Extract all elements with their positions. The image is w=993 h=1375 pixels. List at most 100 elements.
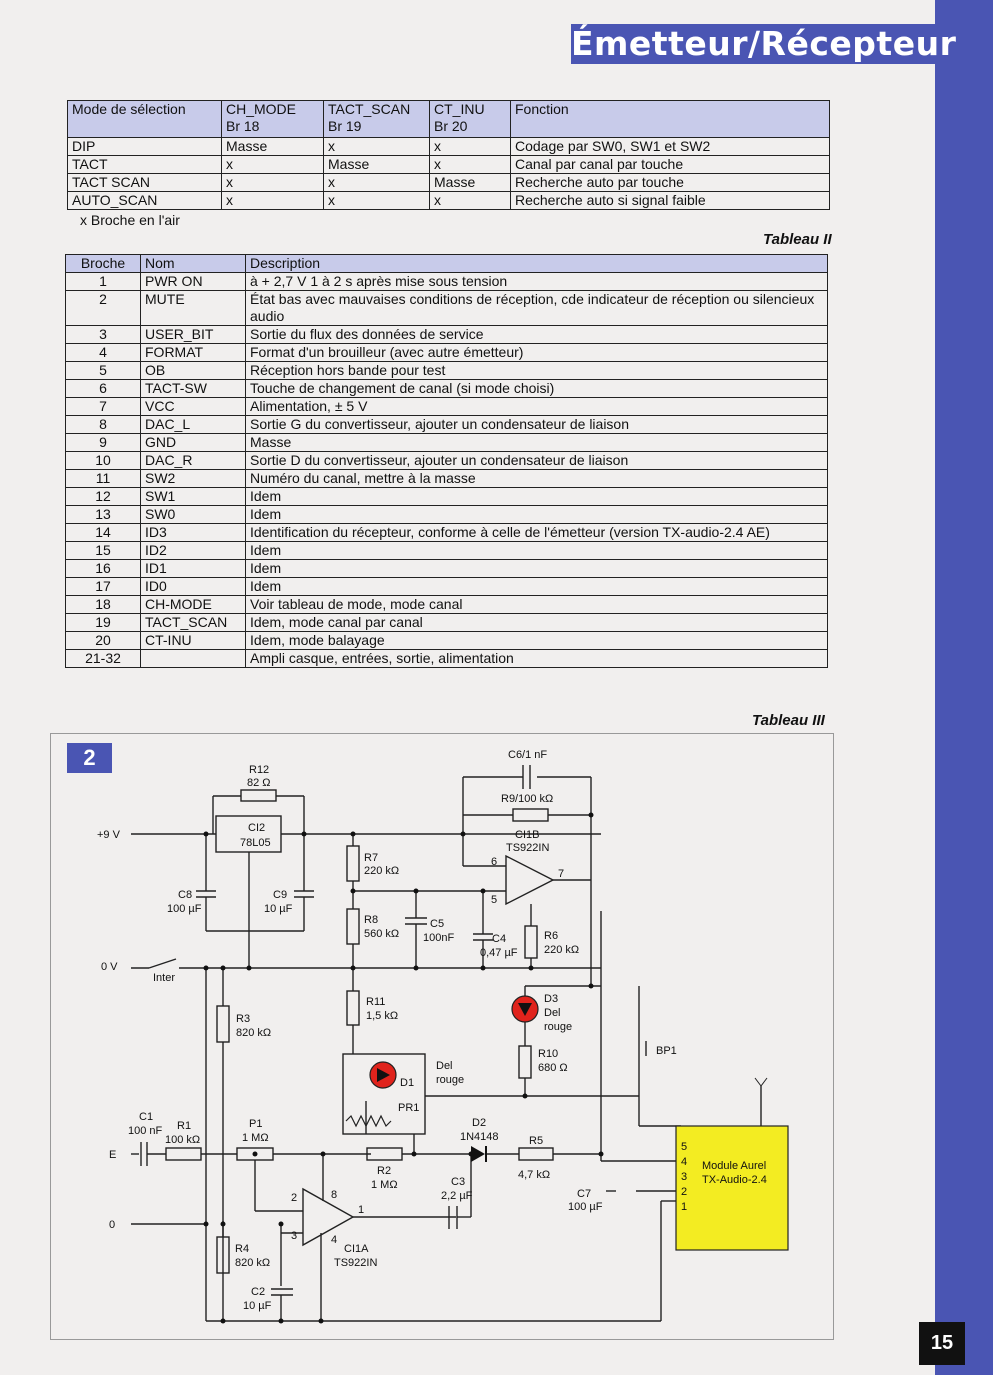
label: 680 Ω xyxy=(538,1062,568,1074)
label: 10 µF xyxy=(243,1300,272,1312)
label: R4 xyxy=(235,1243,249,1255)
label: 1 MΩ xyxy=(371,1179,398,1191)
label: 100 µF xyxy=(167,903,202,915)
label: 100nF xyxy=(423,932,454,944)
table-cell: PWR ON xyxy=(140,272,246,291)
header-cell: Broche xyxy=(65,254,141,273)
label: 0,47 µF xyxy=(480,947,518,959)
label: rouge xyxy=(544,1021,572,1033)
table-cell: DAC_R xyxy=(140,451,246,470)
label: R7 xyxy=(364,852,378,864)
caption-tableau-3: Tableau III xyxy=(752,712,825,729)
label: BP1 xyxy=(656,1045,677,1057)
label: 100 kΩ xyxy=(165,1134,200,1146)
table-cell: Idem xyxy=(245,541,828,560)
led-d3 xyxy=(511,995,539,1023)
label: C3 xyxy=(451,1176,465,1188)
table-cell: TACT SCAN xyxy=(67,173,222,192)
table-cell: Touche de changement de canal (si mode c… xyxy=(245,379,828,398)
label: 220 kΩ xyxy=(544,944,579,956)
figure-number: 2 xyxy=(67,743,112,773)
label: 3 xyxy=(681,1171,687,1183)
label: C6/1 nF xyxy=(508,749,547,761)
table-cell: 16 xyxy=(65,559,141,578)
label: C2 xyxy=(251,1286,265,1298)
table-cell: Idem xyxy=(245,505,828,524)
label: C1 xyxy=(139,1111,153,1123)
label: 2,2 µF xyxy=(441,1190,473,1202)
label: 1N4148 xyxy=(460,1131,499,1143)
label: D2 xyxy=(472,1117,486,1129)
module-aurel xyxy=(675,1125,789,1251)
table-cell: Ampli casque, entrées, sortie, alimentat… xyxy=(245,649,828,668)
table-cell: Voir tableau de mode, mode canal xyxy=(245,595,828,614)
label: 1 xyxy=(358,1204,364,1216)
label: 2 xyxy=(681,1186,687,1198)
table-cell: FORMAT xyxy=(140,343,246,362)
label: R12 xyxy=(249,764,269,776)
table-cell: Format d'un brouilleur (avec autre émett… xyxy=(245,343,828,362)
table-cell: 6 xyxy=(65,379,141,398)
table-cell: 21-32 xyxy=(65,649,141,668)
table-cell: 8 xyxy=(65,415,141,434)
label: D1 xyxy=(400,1077,414,1089)
table-cell xyxy=(140,649,246,668)
table-note: x Broche en l'air xyxy=(80,212,180,228)
table-cell: Idem, mode balayage xyxy=(245,631,828,650)
page-title: Émetteur/Récepteur xyxy=(571,24,957,64)
table-header-row: Broche Nom Description xyxy=(65,254,828,273)
label: R5 xyxy=(529,1135,543,1147)
label: 1 xyxy=(681,1201,687,1213)
table-cell: 18 xyxy=(65,595,141,614)
table-cell: x xyxy=(221,191,324,210)
label: R2 xyxy=(377,1165,391,1177)
table-cell: État bas avec mauvaises conditions de ré… xyxy=(245,290,828,326)
table-cell: 11 xyxy=(65,469,141,488)
label: R10 xyxy=(538,1048,558,1060)
label: 5 xyxy=(681,1141,687,1153)
label: C5 xyxy=(430,918,444,930)
label: 1 MΩ xyxy=(242,1132,269,1144)
label: 5 xyxy=(491,894,497,906)
table-cell: 7 xyxy=(65,397,141,416)
table-cell: x xyxy=(221,173,324,192)
header-cell: Fonction xyxy=(510,100,830,138)
label: 100 nF xyxy=(128,1125,163,1137)
label: Module Aurel xyxy=(702,1160,766,1172)
table-cell: 9 xyxy=(65,433,141,452)
table-cell: 10 xyxy=(65,451,141,470)
table-cell: x xyxy=(429,155,511,174)
table-cell: Canal par canal par touche xyxy=(510,155,830,174)
table-cell: AUTO_SCAN xyxy=(67,191,222,210)
table-cell: TACT xyxy=(67,155,222,174)
label: TX-Audio-2.4 xyxy=(702,1174,767,1186)
table-cell: x xyxy=(323,137,430,156)
label: R6 xyxy=(544,930,558,942)
table-cell: Réception hors bande pour test xyxy=(245,361,828,380)
label: R11 xyxy=(366,996,385,1008)
table-cell: Sortie du flux des données de service xyxy=(245,325,828,344)
table-cell: CT-INU xyxy=(140,631,246,650)
table-cell: MUTE xyxy=(140,290,246,326)
label: P1 xyxy=(249,1118,262,1130)
table-cell: DIP xyxy=(67,137,222,156)
label: R3 xyxy=(236,1013,250,1025)
table-cell: Codage par SW0, SW1 et SW2 xyxy=(510,137,830,156)
table-cell: 15 xyxy=(65,541,141,560)
table-cell: x xyxy=(323,173,430,192)
